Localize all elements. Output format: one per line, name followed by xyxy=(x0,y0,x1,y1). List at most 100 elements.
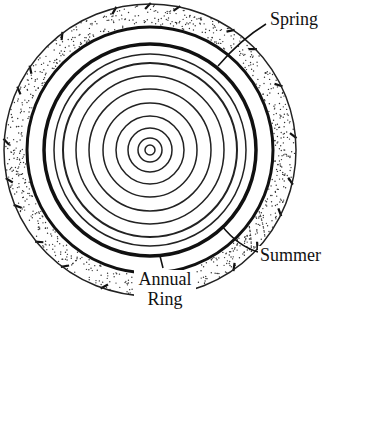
bark-dot xyxy=(282,174,283,175)
bark-dot xyxy=(20,162,21,163)
bark-dot xyxy=(28,111,29,112)
bark-dot xyxy=(269,79,270,80)
bark-dot xyxy=(249,227,250,228)
bark-dot xyxy=(290,176,291,177)
bark-dot xyxy=(108,31,109,32)
bark-dot xyxy=(19,139,20,140)
bark-dot xyxy=(284,122,285,123)
bark-dot xyxy=(243,252,244,253)
bark-dot xyxy=(201,19,202,20)
bark-dot xyxy=(249,231,250,232)
bark-dot xyxy=(250,237,251,238)
bark-dot xyxy=(275,80,276,81)
bark-dot xyxy=(274,140,275,141)
bark-dot xyxy=(39,227,40,228)
bark-dot xyxy=(256,229,257,230)
bark-dot xyxy=(34,71,35,72)
bark-dot xyxy=(289,156,290,157)
bark-dot xyxy=(245,238,246,239)
bark-dot xyxy=(230,45,231,46)
bark-dot xyxy=(32,214,33,215)
bark-dot xyxy=(274,160,275,161)
bark-dot xyxy=(88,259,89,260)
bark-dot xyxy=(59,52,60,53)
bark-dot xyxy=(65,251,66,252)
bark-dot xyxy=(7,163,8,164)
bark-dot xyxy=(242,49,243,50)
bark-dot xyxy=(218,257,219,258)
bark-dot xyxy=(23,162,24,163)
bark-dot xyxy=(45,228,46,229)
bark-dot xyxy=(278,127,279,128)
bark-dot xyxy=(263,227,264,228)
bark-dot xyxy=(47,232,48,233)
bark-dot xyxy=(287,119,288,120)
bark-dot xyxy=(76,260,77,261)
bark-dot xyxy=(28,84,29,85)
bark-dot xyxy=(276,129,277,130)
bark-dot xyxy=(281,159,282,160)
bark-dot xyxy=(59,60,60,61)
bark-dot xyxy=(52,67,53,68)
bark-dot xyxy=(45,73,46,74)
bark-dot xyxy=(171,21,172,22)
bark-dot xyxy=(24,200,25,201)
bark-dot xyxy=(261,218,262,219)
bark-dot xyxy=(24,182,25,183)
bark-dot xyxy=(27,118,28,119)
bark-dot xyxy=(113,20,114,21)
bark-dot xyxy=(76,26,77,27)
bark-dot xyxy=(246,241,247,242)
bark-dot xyxy=(63,55,64,56)
bark-dot xyxy=(253,63,254,64)
bark-dot xyxy=(90,268,91,269)
bark-dot xyxy=(102,281,103,282)
bark-dot xyxy=(14,152,15,153)
growth-ring xyxy=(103,103,197,197)
bark-dot xyxy=(260,216,261,217)
bark-dot xyxy=(214,41,215,42)
part-label: Summer xyxy=(258,246,323,266)
bark-dot xyxy=(167,13,168,14)
bark-dot xyxy=(203,23,204,24)
bark-dot xyxy=(145,21,146,22)
bark-dot xyxy=(42,216,43,217)
bark-dot xyxy=(202,31,203,32)
pith xyxy=(145,145,155,155)
bark-dot xyxy=(166,11,167,12)
bark-stipple xyxy=(3,3,296,297)
bark-dot xyxy=(32,210,33,211)
bark-dot xyxy=(273,106,274,107)
bark-dot xyxy=(243,62,244,63)
bark-dot xyxy=(170,23,171,24)
bark-dot xyxy=(250,56,251,57)
bark-dot xyxy=(280,170,281,171)
bark-dot xyxy=(200,18,201,19)
bark-dot xyxy=(83,263,84,264)
bark-dot xyxy=(280,165,281,166)
bark-dot xyxy=(121,14,122,15)
bark-dot xyxy=(108,19,109,20)
bark-dot xyxy=(250,51,251,52)
bark-dot xyxy=(270,185,271,186)
bark-dot xyxy=(272,74,273,75)
bark-dot xyxy=(84,37,85,38)
bark-dot xyxy=(136,5,137,6)
bark-dot xyxy=(62,258,63,259)
bark-dot xyxy=(113,276,114,277)
bark-dot xyxy=(249,238,250,239)
bark-dot xyxy=(41,64,42,65)
bark-dot xyxy=(199,23,200,24)
bark-dot xyxy=(80,44,81,45)
bark-dot xyxy=(237,244,238,245)
bark-dot xyxy=(194,16,195,17)
bark-dot xyxy=(54,231,55,232)
bark-dot xyxy=(135,6,136,7)
bark-dot xyxy=(191,20,192,21)
bark-dot xyxy=(56,43,57,44)
bark-dot xyxy=(57,241,58,242)
bark-dot xyxy=(89,33,90,34)
bark-dot xyxy=(71,257,72,258)
bark-dot xyxy=(129,20,130,21)
bark-dot xyxy=(109,281,110,282)
